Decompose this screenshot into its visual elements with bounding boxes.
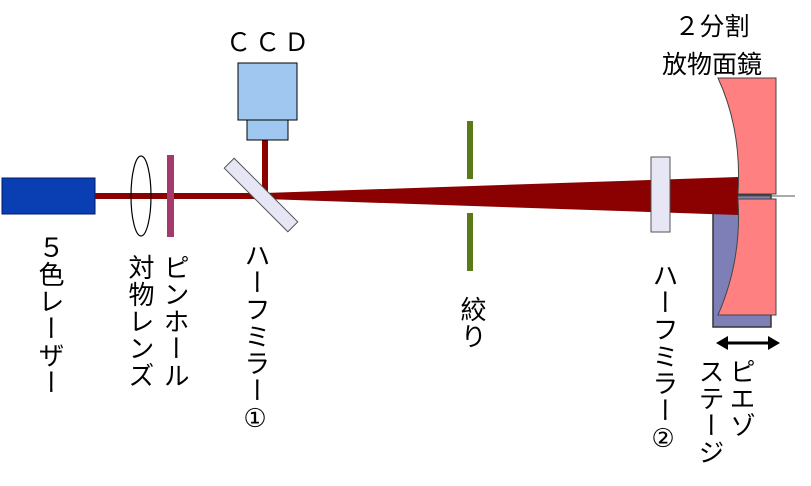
ccd-camera-lens xyxy=(246,119,289,141)
half-mirror-2-label: ハーフミラー② xyxy=(648,262,678,455)
piezo-label-1: ピエゾ xyxy=(725,358,755,439)
half-mirror-1 xyxy=(223,157,299,233)
aperture-lower xyxy=(467,213,473,271)
laser-beam-narrow xyxy=(95,193,265,199)
parabolic-mirror-upper xyxy=(717,77,777,195)
aperture-upper xyxy=(467,121,473,179)
pinhole-label: ピンホール xyxy=(159,254,189,389)
piezo-label-2: ステージ xyxy=(694,358,724,466)
reflected-beam-to-ccd xyxy=(262,138,268,196)
aperture-label: 絞り xyxy=(456,296,486,350)
half-mirror-2 xyxy=(650,156,671,233)
ccd-camera-body xyxy=(237,62,298,121)
laser-label: ５色レーザー xyxy=(34,234,64,396)
half-mirror-1-label: ハーフミラー① xyxy=(240,242,270,435)
parabolic-mirror-lower xyxy=(717,198,777,316)
laser-source xyxy=(1,177,96,215)
ccd-label: ＣＣＤ xyxy=(226,28,314,57)
pinhole xyxy=(167,155,174,237)
expanding-beam xyxy=(265,177,738,215)
objective-lens xyxy=(130,155,152,237)
double-headed-arrow-icon xyxy=(716,336,780,350)
objective-lens-label: 対物レンズ xyxy=(124,254,154,389)
parabolic-mirror-label: ２分割 放物面鏡 xyxy=(662,12,763,79)
